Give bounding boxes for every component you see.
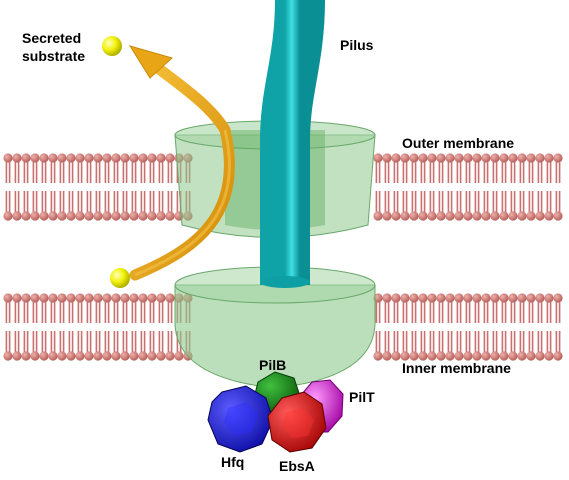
secreted-substrate-label-2: substrate	[22, 48, 85, 64]
inner-membrane-complex	[174, 266, 376, 389]
inner-membrane-label: Inner membrane	[402, 360, 511, 376]
secreted-substrate-label: Secreted	[22, 30, 81, 46]
substrate-sphere	[110, 268, 130, 288]
pilt-label: PilT	[349, 389, 375, 405]
outer-membrane-bilayer-segment	[3, 153, 193, 221]
ebsa-protein	[267, 391, 327, 453]
pilus-fiber	[260, 0, 325, 288]
hfq-label: Hfq	[221, 454, 244, 470]
substrate-secretion-arrow	[128, 45, 235, 281]
outer-membrane-bilayer-segment	[373, 153, 563, 221]
inner-membrane-bilayer-segment	[3, 293, 193, 361]
membranes	[3, 153, 563, 361]
inner-membrane-bilayer-segment	[373, 293, 563, 361]
secreted-substrate-sphere	[102, 36, 122, 56]
outer-membrane-label: Outer membrane	[402, 135, 514, 151]
pilus-label: Pilus	[340, 37, 374, 53]
pilb-label: PilB	[259, 357, 286, 373]
ebsa-label: EbsA	[279, 458, 315, 474]
hfq-protein	[207, 385, 274, 453]
